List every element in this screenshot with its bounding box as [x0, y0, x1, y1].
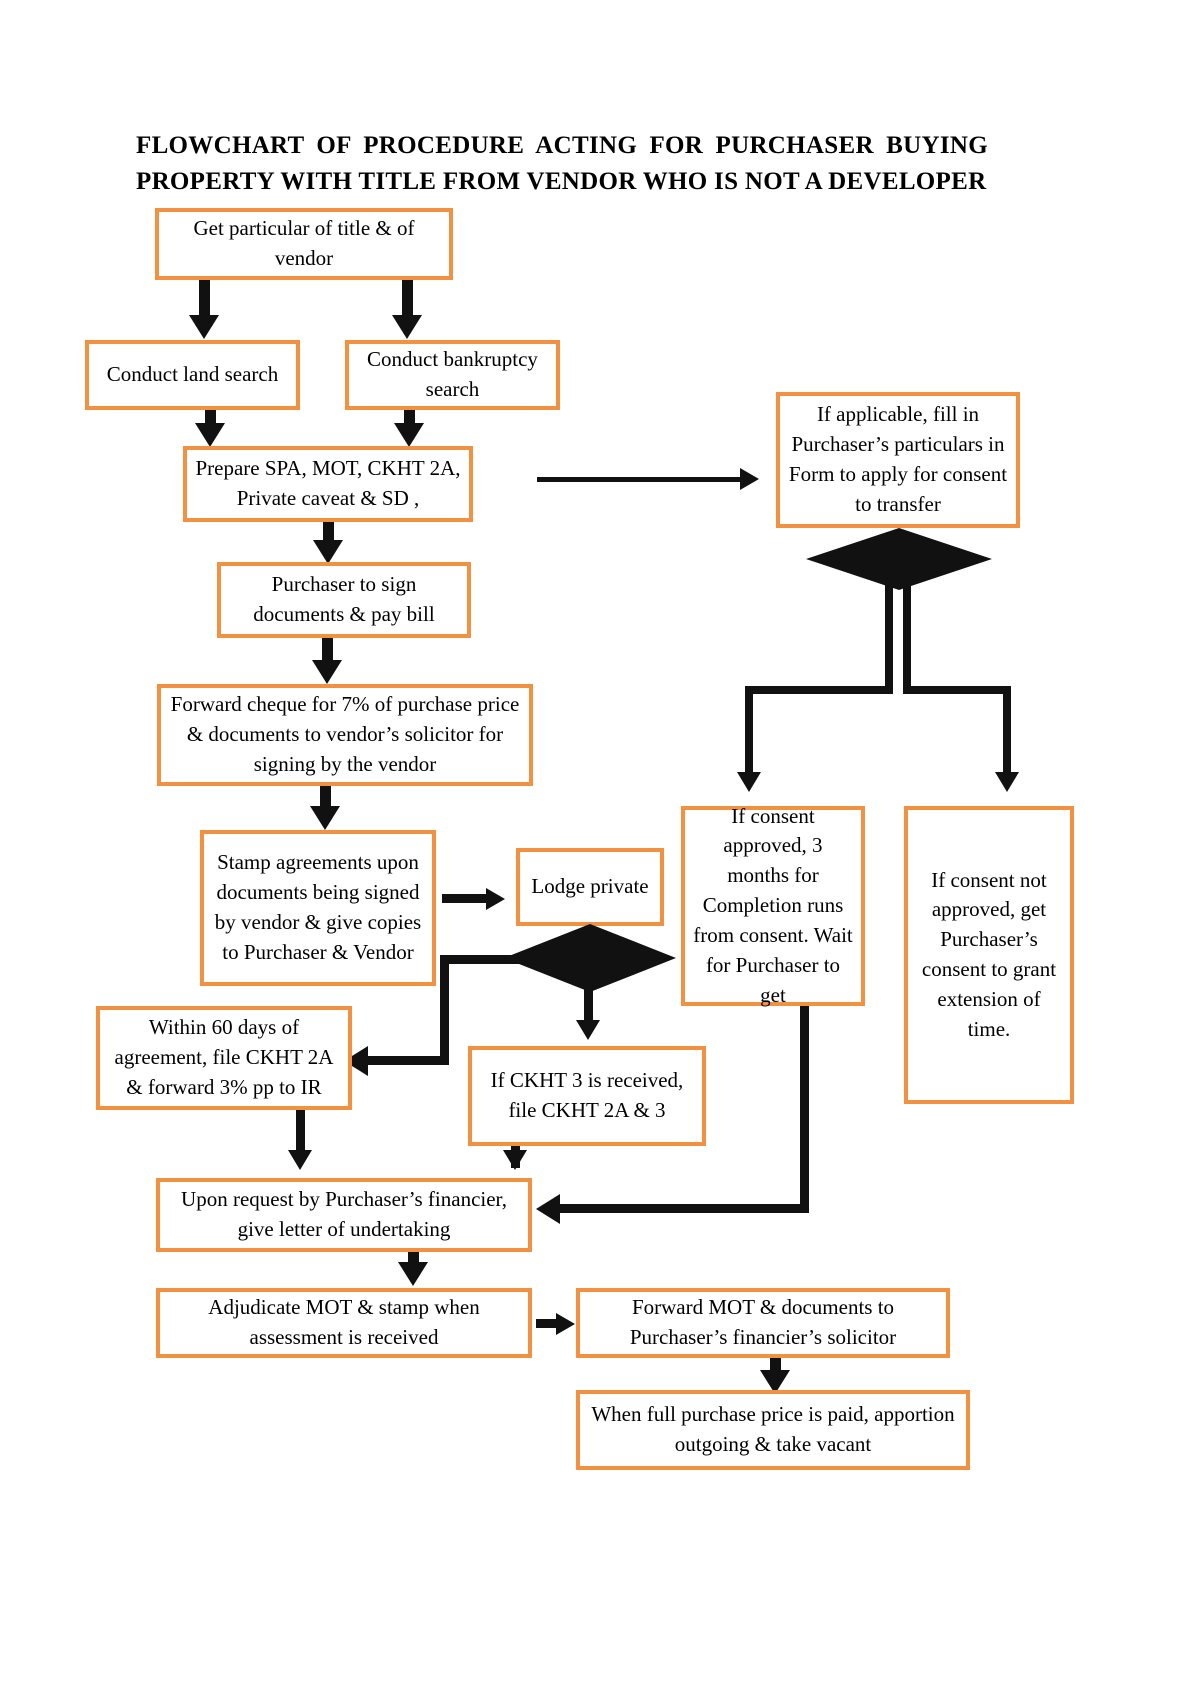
arrowhead-n7-to-n10 [310, 806, 340, 830]
connector-d1-down-to-n8 [745, 686, 753, 774]
flow-node-within-60-days: Within 60 days of agreement, file CKHT 2… [96, 1006, 352, 1110]
connector-d2-elbow-vertical [440, 955, 449, 1063]
connector-n6-to-n7 [322, 638, 333, 668]
flow-node-label: Purchaser to sign documents & pay bill [253, 572, 435, 626]
connector-n12-to-n14 [296, 1110, 305, 1154]
flow-node-label: Get particular of title & of vendor [193, 216, 415, 270]
flow-node-label: Adjudicate MOT & stamp when assessment i… [208, 1295, 480, 1349]
connector-n4-to-n5 [537, 477, 747, 482]
arrowhead-n1-to-n2 [189, 315, 219, 339]
arrowhead-n4-to-n5 [740, 468, 759, 490]
connector-n15-to-n16 [536, 1319, 562, 1328]
arrowhead-n14-to-n15 [398, 1262, 428, 1286]
flow-node-when-full-price-paid: When full purchase price is paid, apport… [576, 1390, 970, 1470]
flow-node-label: Within 60 days of agreement, file CKHT 2… [114, 1015, 334, 1099]
connector-n1-to-n3 [402, 280, 413, 322]
flow-node-label: If consent not approved, get Purchaser’s… [921, 867, 1057, 1041]
connector-d2-elbow-bottom [368, 1056, 449, 1065]
flow-node-if-applicable-fill-form: If applicable, fill in Purchaser’s parti… [776, 392, 1020, 528]
arrowhead-d1-to-n8 [737, 772, 761, 792]
flow-node-lodge-private: Lodge private [516, 848, 664, 926]
arrowhead-d2-to-n13 [576, 1020, 600, 1040]
flow-node-if-consent-not-approved: If consent not approved, get Purchaser’s… [904, 806, 1074, 1104]
connector-n10-to-n11 [442, 894, 490, 903]
flow-node-label: If CKHT 3 is received, file CKHT 2A & 3 [490, 1068, 684, 1122]
arrowhead-n10-to-n11 [486, 888, 505, 910]
connector-n7-to-n10 [320, 786, 331, 812]
arrowhead-n3-to-n4 [394, 423, 424, 447]
flow-node-adjudicate-mot: Adjudicate MOT & stamp when assessment i… [156, 1288, 532, 1358]
flow-node-label: Stamp agreements upon documents being si… [214, 850, 422, 964]
flow-node-forward-cheque-7-percent: Forward cheque for 7% of purchase price … [157, 684, 533, 786]
arrowhead-d1-to-n9 [995, 772, 1019, 792]
flow-node-label: Forward MOT & documents to Purchaser’s f… [629, 1295, 897, 1349]
flow-node-label: When full purchase price is paid, apport… [591, 1402, 955, 1456]
flow-node-conduct-land-search: Conduct land search [85, 340, 300, 410]
page-title: FLOWCHART OF PROCEDURE ACTING FOR PURCHA… [136, 132, 988, 196]
arrowhead-n15-to-n16 [556, 1313, 575, 1335]
arrowhead-n6-to-n7 [312, 660, 342, 684]
connector-d2-to-n13 [584, 988, 593, 1026]
flow-node-label: Conduct bankruptcy search [367, 347, 538, 401]
decision-diamond-consent [806, 528, 992, 590]
flow-node-label: Forward cheque for 7% of purchase price … [170, 692, 520, 776]
connector-n8-elbow-left [560, 1204, 809, 1213]
connector-n1-to-n2 [199, 280, 210, 322]
arrowhead-n1-to-n3 [392, 315, 422, 339]
flow-node-conduct-bankruptcy-search: Conduct bankruptcy search [345, 340, 560, 410]
arrowhead-n13-to-n14 [503, 1150, 527, 1170]
flow-node-forward-mot-documents: Forward MOT & documents to Purchaser’s f… [576, 1288, 950, 1358]
flow-node-label: If consent approved, 3 months for Comple… [693, 803, 853, 1007]
connector-n8-down [800, 1006, 809, 1212]
flow-node-if-ckht3-received: If CKHT 3 is received, file CKHT 2A & 3 [468, 1046, 706, 1146]
flow-node-label: Lodge private [531, 874, 649, 899]
connector-d1-stem-right [903, 580, 911, 692]
connector-d1-elbow-left [745, 686, 893, 694]
connector-d1-stem-left [885, 580, 893, 692]
connector-d1-elbow-right [903, 686, 1011, 694]
arrowhead-n12-to-n14 [288, 1150, 312, 1170]
flow-node-purchaser-sign-documents: Purchaser to sign documents & pay bill [217, 562, 471, 638]
flow-node-label: If applicable, fill in Purchaser’s parti… [788, 402, 1008, 516]
flow-node-label: Prepare SPA, MOT, CKHT 2A, Private cavea… [195, 456, 461, 510]
flow-node-prepare-spa-mot-ckht: Prepare SPA, MOT, CKHT 2A, Private cavea… [183, 446, 473, 522]
connector-n16-to-n17 [770, 1358, 781, 1380]
connector-n4-to-n6 [323, 522, 334, 546]
flow-node-if-consent-approved: If consent approved, 3 months for Comple… [681, 804, 865, 1007]
flow-node-label: Conduct land search [106, 362, 279, 387]
flow-node-stamp-agreements: Stamp agreements upon documents being si… [200, 830, 436, 986]
flow-node-get-particular-of-title: Get particular of title & of vendor [155, 208, 453, 280]
arrowhead-n2-to-n4 [195, 423, 225, 447]
decision-diamond-ckht [504, 924, 676, 992]
arrowhead-n8-to-n14 [536, 1194, 560, 1224]
flow-node-upon-request-financier: Upon request by Purchaser’s financier, g… [156, 1178, 532, 1252]
flow-node-label: Upon request by Purchaser’s financier, g… [181, 1187, 507, 1241]
connector-d2-elbow-top [440, 955, 520, 964]
arrowhead-n4-to-n6 [313, 540, 343, 564]
connector-d1-down-to-n9 [1003, 686, 1011, 774]
